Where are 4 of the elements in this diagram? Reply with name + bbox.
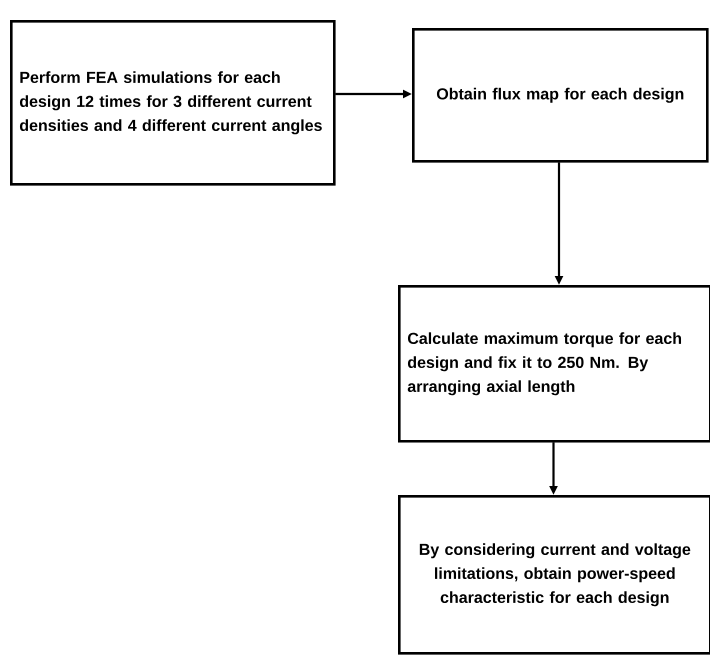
process-box: Obtain flux map for each design [412, 28, 709, 163]
process-box: Perform FEA simulations for each design 12 times for 3 different current densities and 4 different current angles [10, 20, 336, 186]
process-box: Calculate maximum torque for each design and fix it to 250 Nm. By arranging axial length [398, 285, 710, 443]
process-box: By considering current and voltage limitations, obtain power-speed characteristic for each design [398, 495, 710, 655]
